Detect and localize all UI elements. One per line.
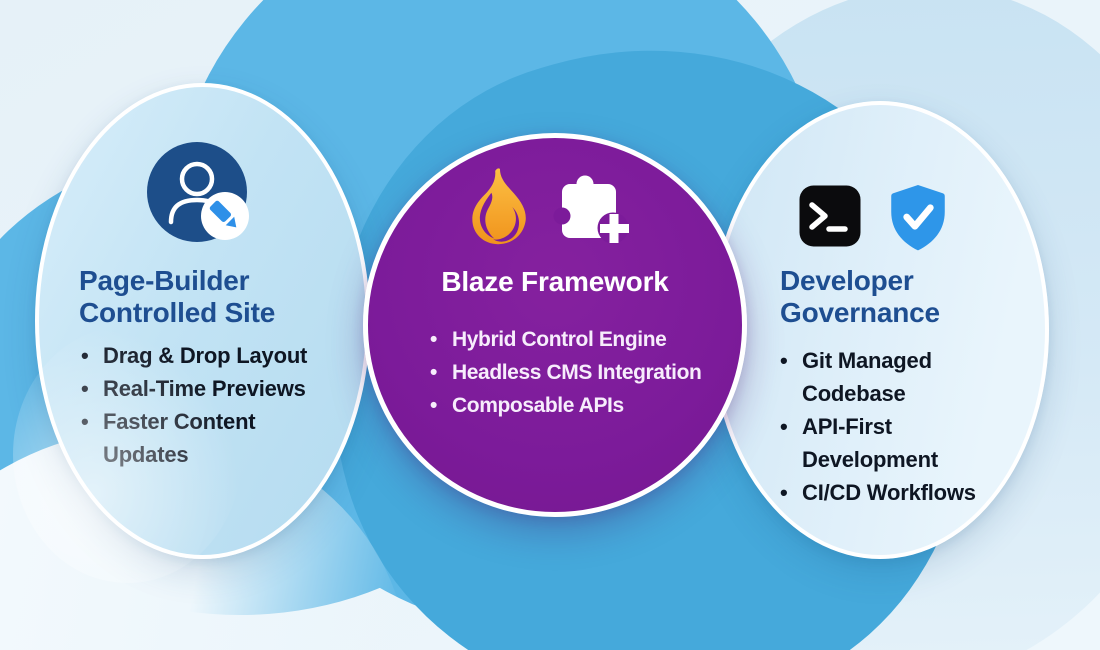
card-blaze-framework: Blaze Framework • Hybrid Control Engine … <box>363 133 747 517</box>
bullet-dot: • <box>780 348 788 373</box>
bullet-dot: • <box>81 376 89 401</box>
card-developer-governance: Developer Governance • Git Managed Codeb… <box>711 101 1049 559</box>
card-title-page-builder: Page-Builder Controlled Site <box>79 265 275 330</box>
puzzle-plus-icon <box>552 172 630 251</box>
bullet-text: CI/CD Workflows <box>802 480 976 505</box>
bullet-dot: • <box>430 393 437 417</box>
list-item: • CI/CD Workflows <box>780 476 992 509</box>
list-item: • Drag & Drop Layout <box>81 339 325 372</box>
title-line: Governance <box>780 297 940 329</box>
feature-list-developer-governance: • Git Managed Codebase • API-First Devel… <box>780 344 992 509</box>
user-edit-icon <box>147 142 251 251</box>
list-item: • API-First Development <box>780 410 992 476</box>
flame-icon <box>468 168 530 253</box>
shield-check-icon <box>887 183 949 258</box>
title-line: Developer <box>780 265 914 296</box>
bullet-dot: • <box>81 343 89 368</box>
list-item: • Faster Content Updates <box>81 405 325 471</box>
bullet-text: Hybrid Control Engine <box>452 328 667 351</box>
bullet-dot: • <box>430 360 437 384</box>
list-item: • Composable APIs <box>430 390 702 423</box>
bullet-text: Real-Time Previews <box>103 376 306 401</box>
terminal-icon <box>799 185 861 252</box>
list-item: • Real-Time Previews <box>81 372 325 405</box>
bullet-text: Faster Content Updates <box>103 409 256 467</box>
bullet-text: Headless CMS Integration <box>452 360 702 384</box>
bullet-dot: • <box>780 480 788 505</box>
card-page-builder: Page-Builder Controlled Site • Drag & Dr… <box>12 83 370 584</box>
card-title-developer-governance: Developer Governance <box>780 265 940 330</box>
feature-list-page-builder: • Drag & Drop Layout • Real-Time Preview… <box>81 339 325 471</box>
bullet-text: API-First Development <box>802 414 938 472</box>
bullet-dot: • <box>430 328 437 351</box>
title-line: Page-Builder <box>79 265 250 296</box>
bullet-text: Git Managed Codebase <box>802 348 932 406</box>
list-item: • Git Managed Codebase <box>780 344 992 410</box>
bullet-dot: • <box>780 414 788 439</box>
bullet-text: Drag & Drop Layout <box>103 343 308 368</box>
bullet-dot: • <box>81 409 89 434</box>
title-line: Controlled Site <box>79 297 276 329</box>
title-line: Blaze Framework <box>441 266 669 297</box>
list-item: • Headless CMS Integration <box>430 357 702 390</box>
bullet-text: Composable APIs <box>452 393 624 417</box>
card-title-blaze-framework: Blaze Framework <box>368 266 742 298</box>
feature-list-blaze-framework: • Hybrid Control Engine • Headless CMS I… <box>430 324 702 422</box>
list-item: • Hybrid Control Engine <box>430 324 702 357</box>
